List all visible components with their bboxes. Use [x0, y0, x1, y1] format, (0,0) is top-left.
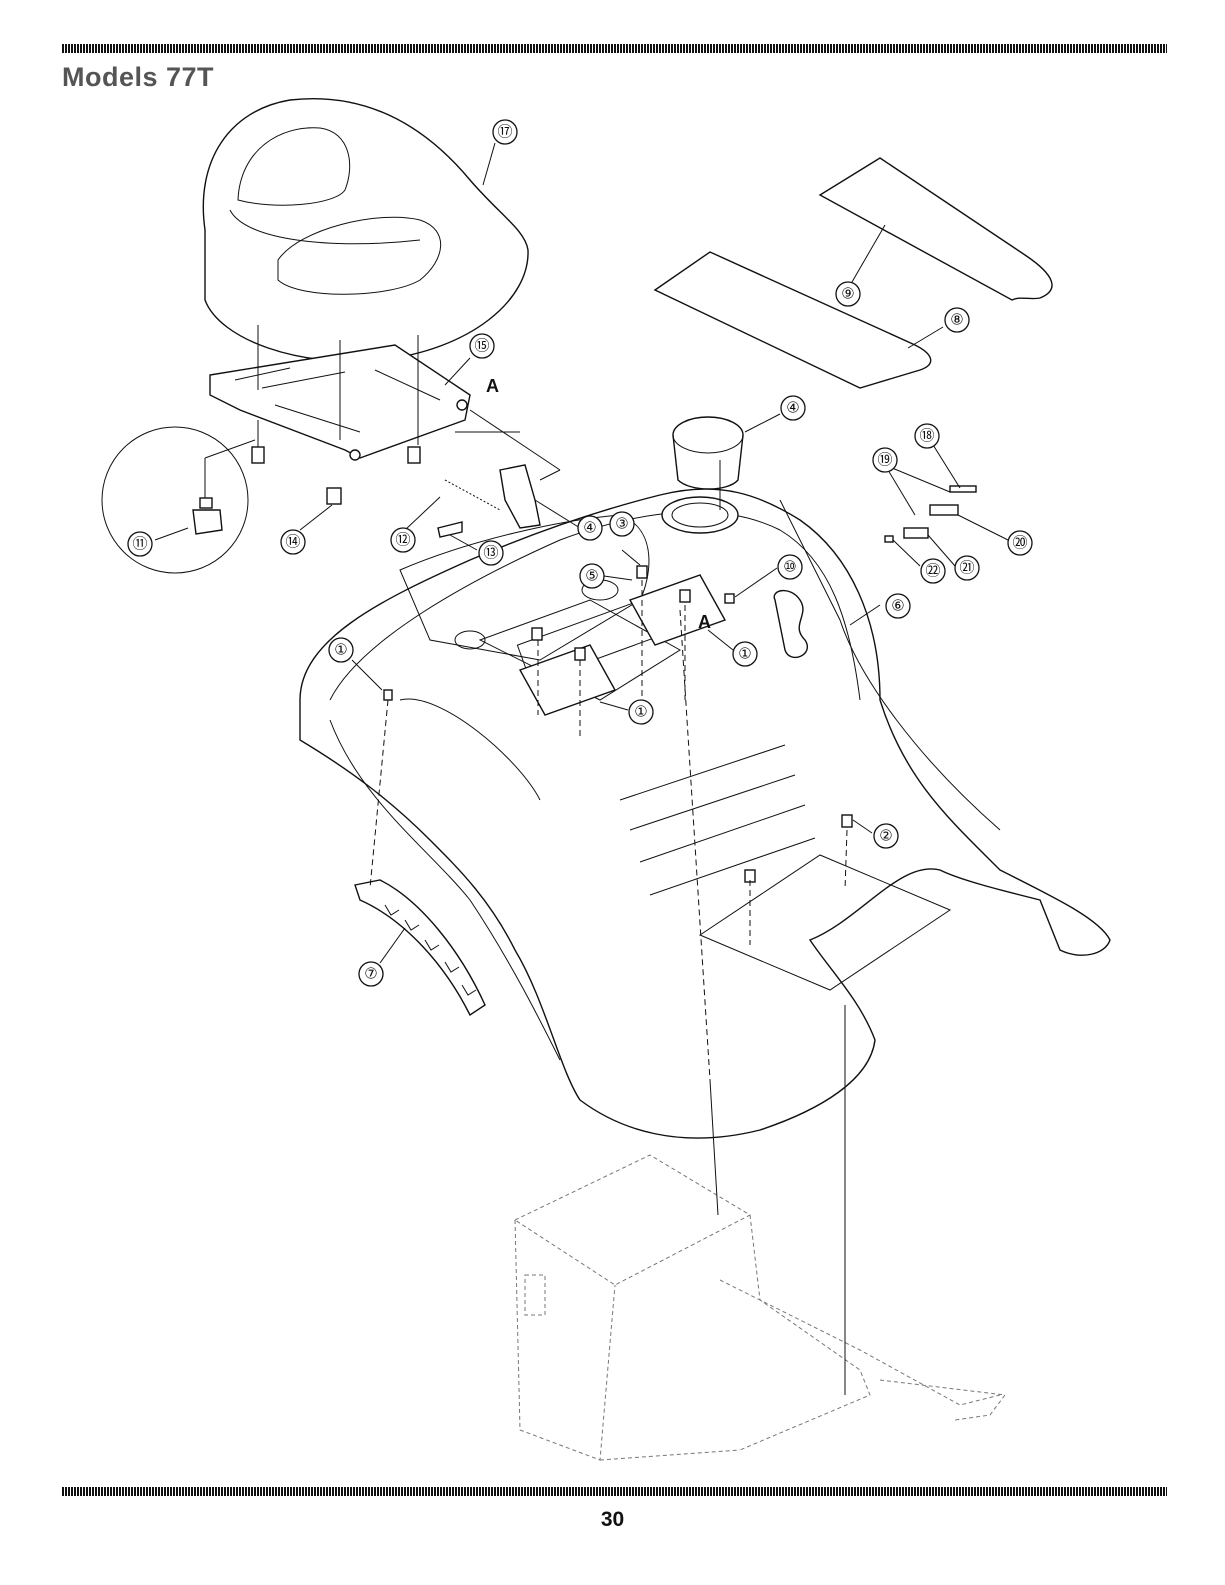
- callout-3: ③: [610, 512, 634, 536]
- callout-9: ⑨: [836, 282, 860, 306]
- svg-text:㉑: ㉑: [959, 560, 974, 577]
- callout-14: ⑭: [281, 530, 305, 554]
- callout-21: ㉑: [955, 556, 979, 580]
- svg-text:㉒: ㉒: [925, 563, 940, 580]
- svg-text:①: ①: [634, 704, 647, 721]
- callout-5: ⑤: [580, 564, 604, 588]
- callout-13: ⑬: [479, 541, 503, 565]
- callout-1-center: ①: [629, 700, 653, 724]
- callout-4-cap: ④: [781, 396, 805, 420]
- callout-4-bracket: ④: [578, 516, 602, 540]
- callout-11: ⑪: [128, 532, 152, 556]
- page-number: 30: [0, 1508, 1225, 1532]
- callout-1-left: ①: [329, 638, 353, 662]
- svg-text:①: ①: [738, 646, 751, 663]
- svg-text:⑤: ⑤: [585, 568, 598, 585]
- callout-12: ⑫: [391, 528, 415, 552]
- callout-8: ⑧: [945, 308, 969, 332]
- svg-text:⑬: ⑬: [483, 545, 498, 562]
- svg-text:③: ③: [615, 516, 628, 533]
- callout-6: ⑥: [886, 594, 910, 618]
- callout-15: ⑮: [470, 334, 494, 358]
- svg-text:⑮: ⑮: [474, 338, 489, 355]
- callout-19: ⑲: [873, 448, 897, 472]
- svg-text:④: ④: [583, 520, 596, 537]
- callout-2: ②: [874, 824, 898, 848]
- switch-parts: [885, 486, 976, 542]
- svg-text:⑧: ⑧: [950, 312, 963, 329]
- fuel-cap-part: [673, 417, 743, 489]
- reference-letter-a-seat: A: [486, 376, 499, 396]
- shift-plate-part: [355, 880, 485, 1015]
- svg-text:⑨: ⑨: [841, 286, 854, 303]
- detail-circle-knob: [102, 427, 255, 573]
- callout-17: ⑰: [493, 120, 517, 144]
- svg-text:⑫: ⑫: [395, 532, 410, 549]
- callout-22: ㉒: [921, 559, 945, 583]
- svg-text:⑰: ⑰: [497, 124, 512, 141]
- svg-text:⑱: ⑱: [919, 428, 934, 445]
- callout-10: ⑩: [778, 555, 802, 579]
- svg-text:⑩: ⑩: [783, 559, 796, 576]
- svg-text:⑭: ⑭: [285, 534, 300, 551]
- tractor-frame: [0, 1155, 1005, 1460]
- reference-letter-a-bracket: A: [698, 612, 711, 632]
- svg-text:⑥: ⑥: [891, 598, 904, 615]
- callout-18: ⑱: [915, 424, 939, 448]
- svg-text:⑳: ⑳: [1012, 535, 1027, 552]
- bottom-divider-bar: [62, 1487, 1167, 1496]
- svg-text:①: ①: [334, 642, 347, 659]
- callout-20: ⑳: [1008, 531, 1032, 555]
- svg-text:④: ④: [786, 400, 799, 417]
- cover-panels: [655, 158, 1052, 388]
- seat-part: [203, 99, 528, 362]
- callout-1-right: ①: [733, 642, 757, 666]
- callout-7: ⑦: [359, 962, 383, 986]
- svg-text:⑪: ⑪: [132, 536, 147, 553]
- seat-spring-bracket: [438, 410, 560, 537]
- svg-text:⑦: ⑦: [364, 966, 377, 983]
- svg-text:⑲: ⑲: [877, 452, 892, 469]
- svg-text:②: ②: [879, 828, 892, 845]
